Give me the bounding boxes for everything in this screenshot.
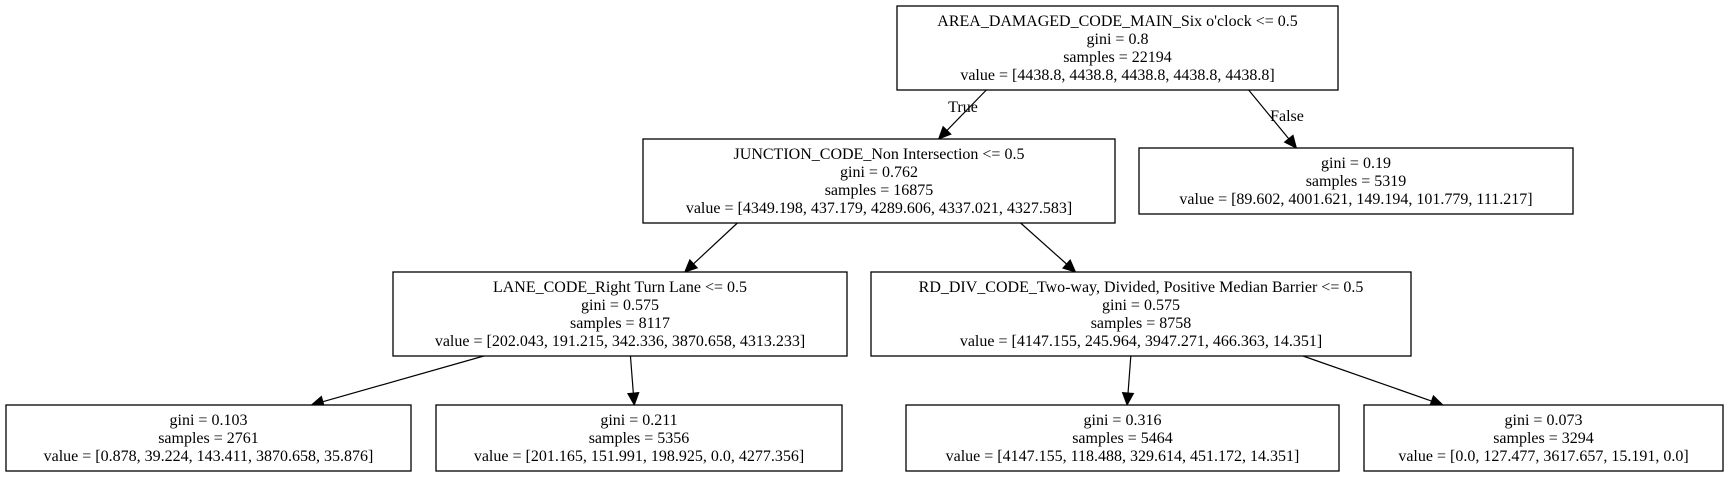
node-text-line: RD_DIV_CODE_Two-way, Divided, Positive M… bbox=[919, 279, 1364, 296]
node-text-line: value = [4438.8, 4438.8, 4438.8, 4438.8,… bbox=[960, 67, 1274, 84]
node-text-line: gini = 0.103 bbox=[170, 412, 248, 429]
edge-line bbox=[1248, 89, 1290, 140]
edge-line bbox=[1020, 222, 1067, 265]
tree-node-rddiv: RD_DIV_CODE_Two-way, Divided, Positive M… bbox=[870, 271, 1412, 357]
node-text-line: value = [4147.155, 118.488, 329.614, 451… bbox=[946, 448, 1300, 465]
edge-line bbox=[1127, 355, 1132, 394]
node-text-line: samples = 5464 bbox=[1072, 430, 1173, 447]
arrowhead-icon bbox=[626, 392, 640, 407]
edge-label: True bbox=[948, 99, 978, 116]
node-text-line: gini = 0.762 bbox=[840, 164, 918, 181]
node-text-line: samples = 8117 bbox=[570, 315, 670, 332]
tree-edge-junction-to-lane bbox=[683, 222, 738, 273]
edge-line bbox=[322, 355, 484, 403]
node-text-line: gini = 0.073 bbox=[1505, 412, 1583, 429]
node-text-line: gini = 0.316 bbox=[1084, 412, 1162, 429]
node-text-line: value = [89.602, 4001.621, 149.194, 101.… bbox=[1179, 191, 1532, 208]
node-text-line: gini = 0.575 bbox=[1102, 297, 1180, 314]
node-text-line: value = [4147.155, 245.964, 3947.271, 46… bbox=[960, 333, 1322, 350]
edge-line bbox=[629, 355, 634, 394]
arrowhead-icon bbox=[1283, 134, 1298, 149]
node-text-line: samples = 16875 bbox=[825, 182, 934, 199]
node-text-line: samples = 3294 bbox=[1493, 430, 1594, 447]
node-text-line: gini = 0.211 bbox=[600, 412, 677, 429]
node-text-line: LANE_CODE_Right Turn Lane <= 0.5 bbox=[493, 279, 747, 296]
node-text-line: gini = 0.8 bbox=[1087, 31, 1149, 48]
node-box bbox=[642, 138, 1116, 224]
tree-edge-lane-to-leaf-2 bbox=[626, 355, 640, 407]
node-text-line: JUNCTION_CODE_Non Intersection <= 0.5 bbox=[734, 146, 1025, 163]
arrowhead-icon bbox=[1121, 392, 1135, 407]
node-box bbox=[5, 404, 412, 472]
tree-edge-rddiv-to-leaf-3 bbox=[1121, 355, 1135, 407]
node-text-line: samples = 22194 bbox=[1063, 49, 1172, 66]
node-text-line: value = [0.878, 39.224, 143.411, 3870.65… bbox=[44, 448, 374, 465]
node-box bbox=[1363, 404, 1724, 472]
arrowhead-icon bbox=[1062, 258, 1077, 273]
node-text-line: AREA_DAMAGED_CODE_MAIN_Six o'clock <= 0.… bbox=[937, 13, 1297, 30]
node-text-line: gini = 0.575 bbox=[581, 297, 659, 314]
tree-edge-lane-to-leaf-1 bbox=[310, 355, 484, 408]
tree-edge-root-to-leaf-false: False bbox=[1248, 89, 1304, 149]
node-text-line: samples = 5319 bbox=[1306, 173, 1407, 190]
arrowhead-icon bbox=[937, 125, 952, 140]
tree-node-junction: JUNCTION_CODE_Non Intersection <= 0.5gin… bbox=[642, 138, 1116, 224]
edge-line bbox=[946, 89, 987, 131]
node-box bbox=[392, 271, 848, 357]
edge-line bbox=[1302, 355, 1432, 402]
edge-line bbox=[693, 222, 738, 265]
node-text-line: samples = 8758 bbox=[1091, 315, 1192, 332]
node-text-line: value = [0.0, 127.477, 3617.657, 15.191,… bbox=[1398, 448, 1688, 465]
node-text-line: gini = 0.19 bbox=[1321, 155, 1391, 172]
node-text-line: samples = 5356 bbox=[589, 430, 690, 447]
node-box bbox=[435, 404, 843, 472]
node-box bbox=[905, 404, 1340, 472]
tree-edge-rddiv-to-leaf-4 bbox=[1302, 355, 1445, 407]
node-text-line: samples = 2761 bbox=[158, 430, 259, 447]
node-box bbox=[896, 5, 1339, 91]
arrowhead-icon bbox=[683, 258, 699, 273]
node-text-line: value = [202.043, 191.215, 342.336, 3870… bbox=[435, 333, 805, 350]
tree-edge-junction-to-rddiv bbox=[1020, 222, 1077, 273]
tree-node-root: AREA_DAMAGED_CODE_MAIN_Six o'clock <= 0.… bbox=[896, 5, 1339, 91]
nodes-layer: AREA_DAMAGED_CODE_MAIN_Six o'clock <= 0.… bbox=[5, 5, 1724, 472]
edge-label: False bbox=[1270, 108, 1304, 125]
node-text-line: value = [201.165, 151.991, 198.925, 0.0,… bbox=[474, 448, 804, 465]
node-box bbox=[870, 271, 1412, 357]
node-box bbox=[1138, 147, 1574, 215]
node-text-line: value = [4349.198, 437.179, 4289.606, 43… bbox=[686, 200, 1072, 217]
tree-edge-root-to-junction: True bbox=[937, 89, 987, 140]
